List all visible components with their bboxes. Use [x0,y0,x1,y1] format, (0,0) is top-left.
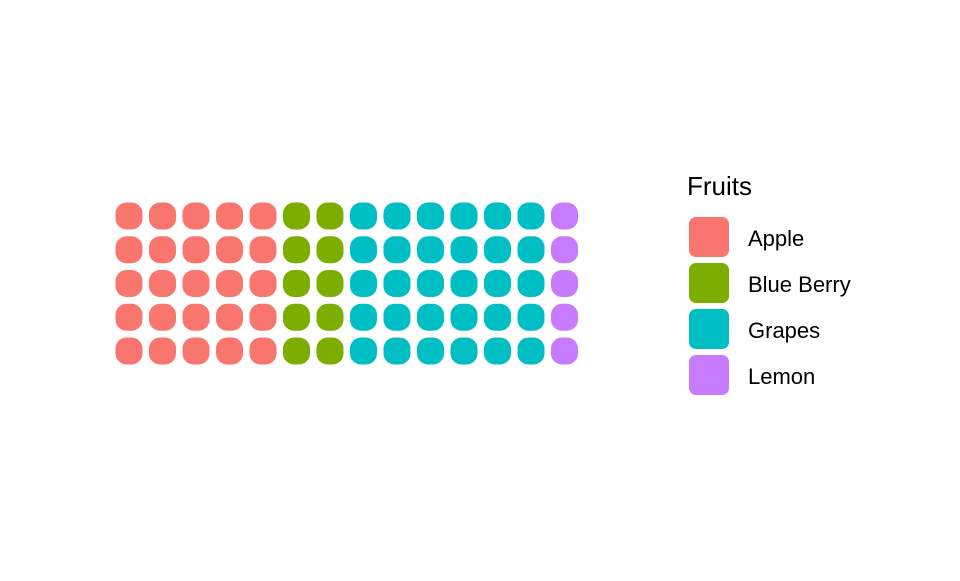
waffle-cell-apple [216,236,243,264]
waffle-cell-apple [249,202,277,230]
waffle-cell-lemon [551,337,578,365]
waffle-cell-grapes [383,236,411,264]
legend-key-blue-berry [689,263,729,303]
waffle-cell-apple [182,303,210,331]
waffle-cell-grapes [450,337,478,365]
waffle-cell-grapes [517,303,545,331]
waffle-cell-blue-berry [316,270,344,297]
waffle-cell-grapes [383,270,411,297]
waffle-cell-grapes [450,303,478,331]
legend-key-lemon [689,355,729,395]
waffle-cell-grapes [383,202,411,230]
waffle-cell-apple [182,337,210,365]
waffle-cell-blue-berry [283,303,310,331]
waffle-cell-apple [216,303,243,331]
waffle-cell-grapes [484,270,511,297]
legend-item-grapes: Grapes [689,309,820,349]
waffle-cell-grapes [450,236,478,264]
waffle-cell-apple [149,303,176,331]
waffle-cells [115,202,578,365]
waffle-cell-apple [182,202,210,230]
waffle-cell-blue-berry [283,236,310,264]
legend-title: Fruits [687,171,752,201]
waffle-cell-apple [249,337,277,365]
waffle-cell-grapes [350,270,377,297]
waffle-cell-grapes [383,337,411,365]
waffle-cell-grapes [417,236,444,264]
waffle-cell-apple [115,303,143,331]
waffle-cell-apple [216,337,243,365]
waffle-cell-apple [149,337,176,365]
waffle-cell-apple [149,202,176,230]
waffle-cell-apple [249,303,277,331]
waffle-cell-grapes [484,202,511,230]
waffle-cell-grapes [517,236,545,264]
legend-item-lemon: Lemon [689,355,815,395]
waffle-cell-grapes [517,202,545,230]
waffle-cell-blue-berry [316,337,344,365]
waffle-cell-grapes [417,337,444,365]
waffle-cell-lemon [551,202,578,230]
waffle-cell-apple [115,270,143,297]
waffle-cell-apple [149,270,176,297]
waffle-cell-grapes [350,303,377,331]
waffle-cell-blue-berry [316,236,344,264]
waffle-cell-grapes [450,270,478,297]
waffle-cell-grapes [517,270,545,297]
legend-item-blue-berry: Blue Berry [689,263,851,303]
waffle-cell-lemon [551,303,578,331]
legend-key-apple [689,217,729,257]
waffle-cell-grapes [383,303,411,331]
waffle-cell-apple [249,236,277,264]
waffle-cell-grapes [517,337,545,365]
waffle-cell-grapes [350,236,377,264]
waffle-cell-blue-berry [283,337,310,365]
waffle-cell-grapes [484,236,511,264]
waffle-cell-lemon [551,270,578,297]
legend-label-blue-berry: Blue Berry [748,272,851,297]
waffle-cell-apple [216,270,243,297]
waffle-cell-grapes [350,202,377,230]
waffle-cell-apple [182,270,210,297]
legend-item-apple: Apple [689,217,804,257]
waffle-cell-blue-berry [283,270,310,297]
waffle-cell-apple [182,236,210,264]
waffle-cell-grapes [417,202,444,230]
legend-label-apple: Apple [748,226,804,251]
legend-label-grapes: Grapes [748,318,820,343]
waffle-cell-blue-berry [316,303,344,331]
waffle-cell-apple [149,236,176,264]
waffle-cell-apple [115,202,143,230]
waffle-cell-grapes [484,337,511,365]
waffle-cell-blue-berry [283,202,310,230]
waffle-cell-grapes [350,337,377,365]
waffle-cell-grapes [450,202,478,230]
waffle-cell-grapes [417,270,444,297]
waffle-cell-apple [115,236,143,264]
waffle-cell-grapes [417,303,444,331]
waffle-cell-apple [249,270,277,297]
legend-key-grapes [689,309,729,349]
waffle-cell-lemon [551,236,578,264]
legend-label-lemon: Lemon [748,364,815,389]
waffle-cell-apple [216,202,243,230]
waffle-cell-apple [115,337,143,365]
waffle-cell-grapes [484,303,511,331]
waffle-cell-blue-berry [316,202,344,230]
